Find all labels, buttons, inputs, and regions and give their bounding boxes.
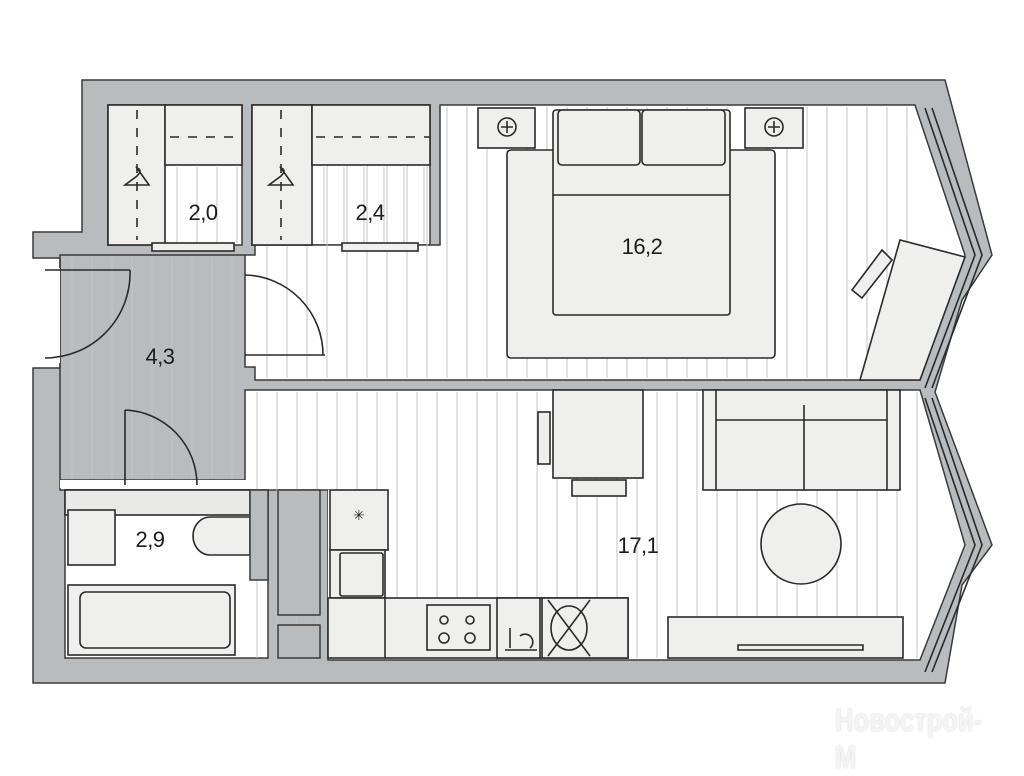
desk <box>858 239 967 381</box>
pillow <box>641 109 726 166</box>
window <box>924 397 976 673</box>
sofa <box>702 389 901 491</box>
shaft <box>277 489 321 616</box>
furniture: ✳ <box>44 104 983 673</box>
toilet <box>192 516 251 556</box>
bathtub <box>67 584 236 656</box>
watermark: Новострой-М <box>835 702 983 775</box>
chair <box>571 479 627 497</box>
lamp-icon <box>497 117 517 137</box>
room-area-kitchen-living: 17,1 <box>617 533 659 558</box>
tv-stand <box>667 616 904 659</box>
coffee-table <box>760 503 842 585</box>
room-area-wardrobe-2: 2,4 <box>355 200 385 225</box>
room-area-bedroom: 16,2 <box>621 234 663 259</box>
pillow <box>557 109 641 166</box>
kitchen-sink <box>339 552 384 597</box>
dining-table <box>552 389 644 479</box>
tv <box>737 644 864 651</box>
lamp-icon <box>764 117 784 137</box>
room-area-hallway: 4,3 <box>145 344 175 369</box>
dishwasher <box>496 597 541 659</box>
chair <box>537 411 551 465</box>
entrance-door <box>44 269 131 359</box>
bathroom-wall <box>249 489 269 581</box>
wardrobe-1-shelf <box>164 104 243 166</box>
shaft <box>277 624 321 659</box>
dishwasher-icon <box>505 628 537 651</box>
wardrobe-2-shelf <box>311 104 431 166</box>
hood-icon: ✳ <box>353 508 365 524</box>
room-area-bathroom: 2,9 <box>135 527 165 552</box>
hanger-icon <box>122 166 151 186</box>
hob <box>426 604 491 651</box>
bedroom-door <box>244 274 325 356</box>
bathroom-door <box>124 409 198 486</box>
bathroom-sink <box>67 509 116 566</box>
desk-chair <box>850 248 894 300</box>
window <box>924 107 976 389</box>
room-area-wardrobe-1: 2,0 <box>188 200 218 225</box>
hanger-icon <box>266 166 295 186</box>
